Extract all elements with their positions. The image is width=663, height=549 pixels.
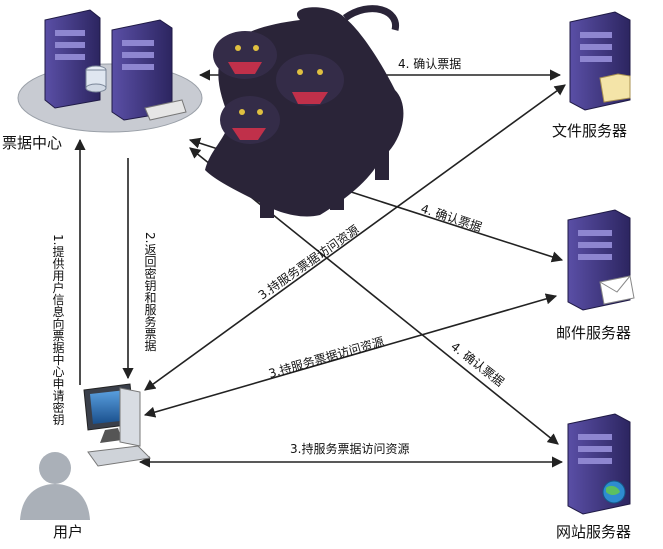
user-label: 用户	[53, 523, 83, 541]
label-confirm-file: 4. 确认票据	[398, 57, 461, 71]
label-confirm-mail: 4. 确认票据	[419, 202, 483, 235]
file-server-icon	[569, 11, 631, 111]
mail-server-icon	[567, 209, 635, 311]
arrow-access-mail	[143, 293, 558, 418]
ticket-center-label: 票据中心	[2, 134, 62, 152]
mail-server-label: 邮件服务器	[556, 324, 631, 342]
cerberus-icon	[205, 5, 404, 218]
web-server-icon	[567, 413, 631, 515]
user-icon	[20, 383, 152, 520]
label-request-key: 1.提供用户信息向票据中心申请密钥	[51, 234, 65, 426]
label-access-file: 3.持服务票据访问资源	[255, 222, 361, 303]
label-return-key: 2.返回密钥和服务票据	[143, 232, 157, 352]
svg-text:2.返回密钥和服务票据: 2.返回密钥和服务票据	[143, 232, 157, 352]
file-server-label: 文件服务器	[552, 122, 627, 140]
svg-text:1.提供用户信息向票据中心申请密钥: 1.提供用户信息向票据中心申请密钥	[51, 234, 65, 426]
label-access-mail: 3.持服务票据访问资源	[267, 334, 386, 381]
label-confirm-web: 4. 确认票据	[448, 339, 506, 389]
ticket-center-icon	[17, 9, 203, 133]
web-server-label: 网站服务器	[556, 523, 631, 541]
label-access-web: 3.持服务票据访问资源	[290, 441, 409, 456]
